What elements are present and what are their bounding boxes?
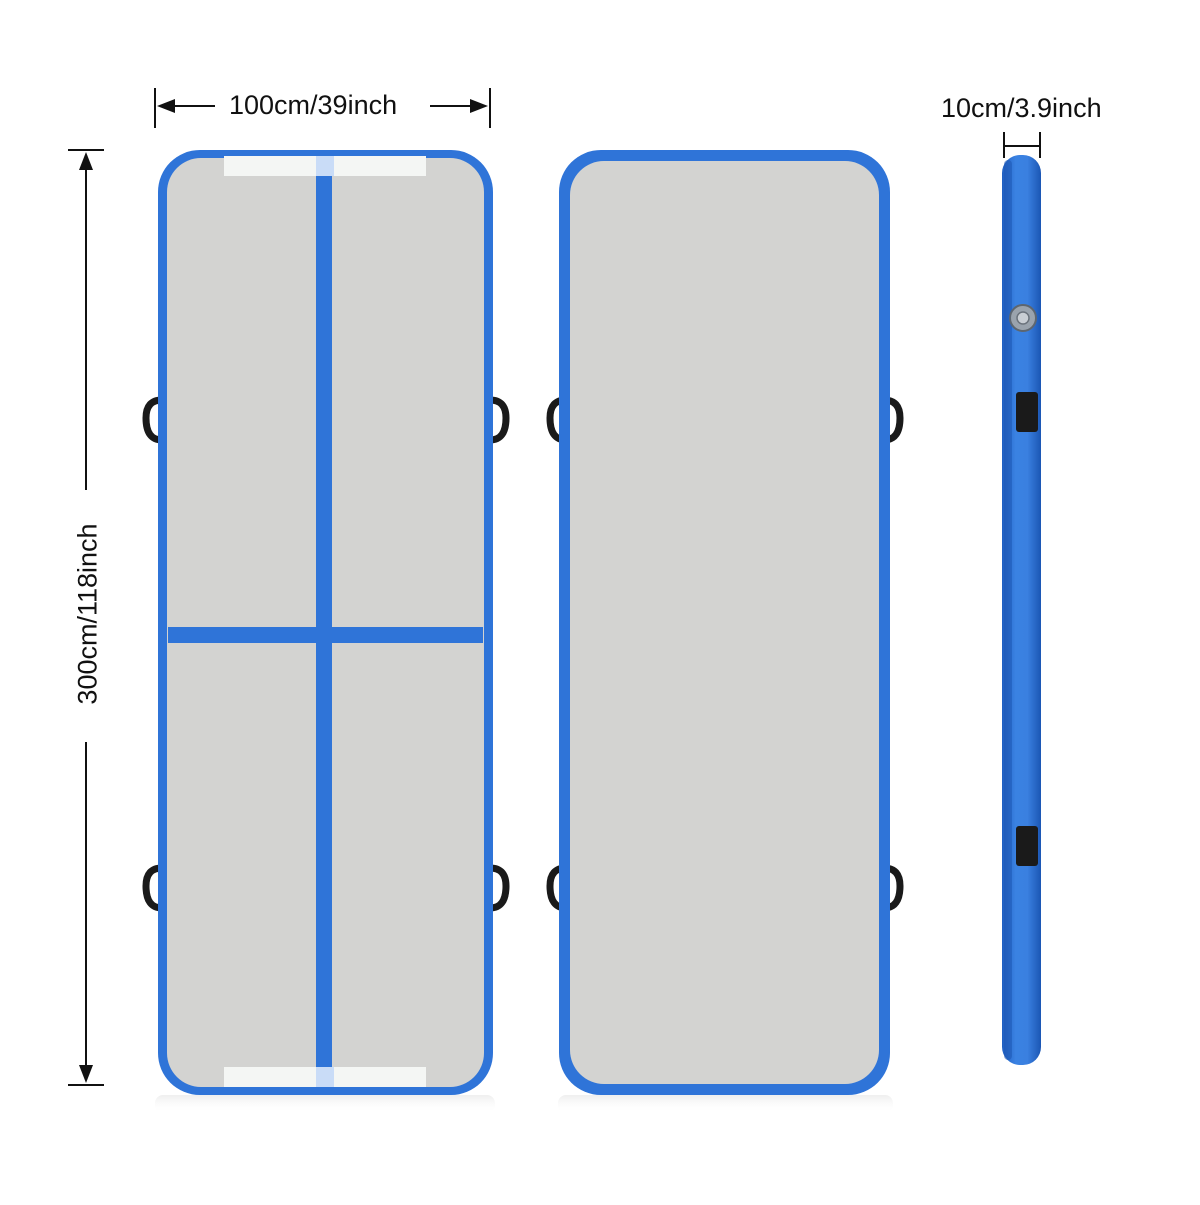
handle-icon	[546, 396, 904, 912]
mat-top-view-marked	[142, 150, 510, 1113]
air-valve-icon	[1009, 304, 1037, 332]
cross-line-marking	[168, 627, 483, 643]
side-handle-icon	[1016, 392, 1038, 432]
side-handle-icon	[1016, 826, 1038, 866]
length-dimension-line	[68, 149, 104, 1086]
thickness-dimension-line	[1003, 132, 1041, 158]
mat-side-view	[1002, 155, 1041, 1065]
center-line-marking	[316, 176, 332, 1067]
length-label: 300cm/118inch	[72, 523, 103, 705]
mat-top-view-plain	[546, 150, 904, 1113]
width-label: 100cm/39inch	[229, 90, 398, 120]
thickness-label: 10cm/3.9inch	[941, 93, 1102, 123]
width-dimension-line	[154, 88, 491, 128]
handle-icon	[142, 396, 510, 912]
